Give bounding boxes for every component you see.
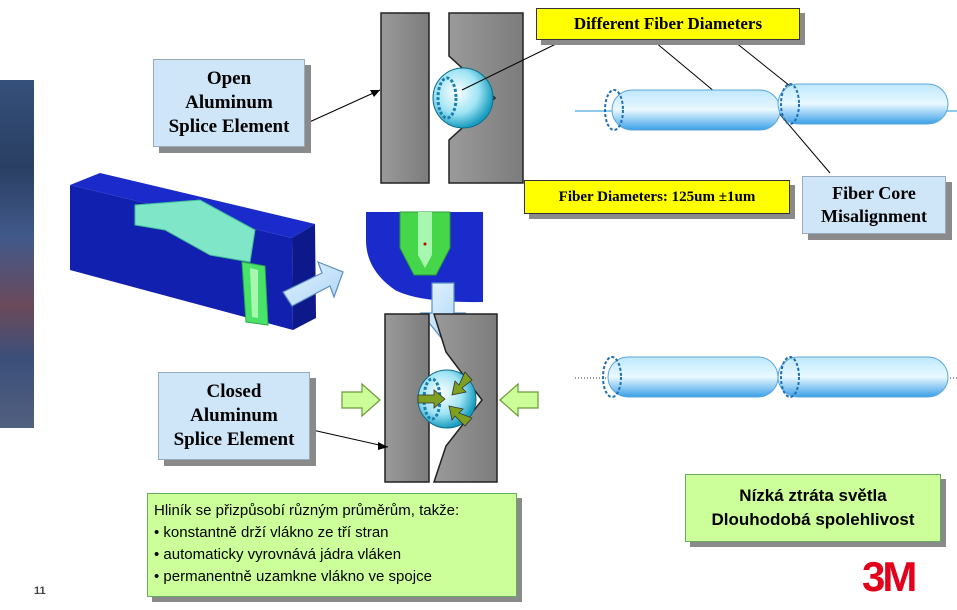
fiber-pair-misaligned <box>575 83 957 131</box>
benefit-1: Nízká ztráta světla <box>739 486 887 505</box>
properties-note: Hliník se přizpůsobí různým průměrům, ta… <box>147 493 517 597</box>
open-element-line-2: Aluminum <box>185 92 273 113</box>
open-element-callout: Open Aluminum Splice Element <box>153 59 305 147</box>
open-splice-element <box>380 12 524 184</box>
fiber-diameters-text: Fiber Diameters: 125um ±1um <box>558 188 756 205</box>
fiber-diameters-label: Fiber Diameters: 125um ±1um <box>524 180 790 214</box>
zoom-detail <box>366 211 483 303</box>
compress-arrow-left <box>341 382 381 418</box>
open-element-line-1: Open <box>206 68 252 89</box>
benefit-2: Dlouhodobá spolehlivost <box>711 510 915 529</box>
core-misalignment-line-1: Fiber Core <box>832 183 916 203</box>
3m-logo: 3M <box>862 553 917 600</box>
fiber-pair-aligned <box>575 356 957 398</box>
core-misalignment-callout: Fiber Core Misalignment <box>802 176 946 234</box>
note-intro: Hliník se přizpůsobí různým průměrům, ta… <box>154 502 460 519</box>
side-photo-strip <box>0 80 34 428</box>
core-misalignment-line-2: Misalignment <box>821 206 927 226</box>
benefits-note: Nízká ztráta světla Dlouhodobá spolehliv… <box>685 474 941 542</box>
splice-3d-model <box>70 173 316 330</box>
open-element-line-3: Splice Element <box>168 116 290 137</box>
page-number: 11 <box>34 585 46 597</box>
different-diameters-label: Different Fiber Diameters <box>536 8 800 40</box>
note-bullet-2: • automaticky vyrovnává jádra vláken <box>154 546 402 563</box>
note-bullet-3: • permanentně uzamkne vlákno ve spojce <box>154 568 432 585</box>
closed-element-callout: Closed Aluminum Splice Element <box>158 372 310 460</box>
zoom-arrow <box>282 260 344 307</box>
different-diameters-text: Different Fiber Diameters <box>573 14 763 33</box>
note-bullet-1: • konstantně drží vlákno ze tří stran <box>154 524 389 541</box>
closed-element-line-3: Splice Element <box>173 429 295 450</box>
closed-element-line-1: Closed <box>206 381 262 402</box>
closed-element-line-2: Aluminum <box>190 405 278 426</box>
compress-arrow-right <box>499 382 539 418</box>
closed-splice-element <box>384 313 498 483</box>
